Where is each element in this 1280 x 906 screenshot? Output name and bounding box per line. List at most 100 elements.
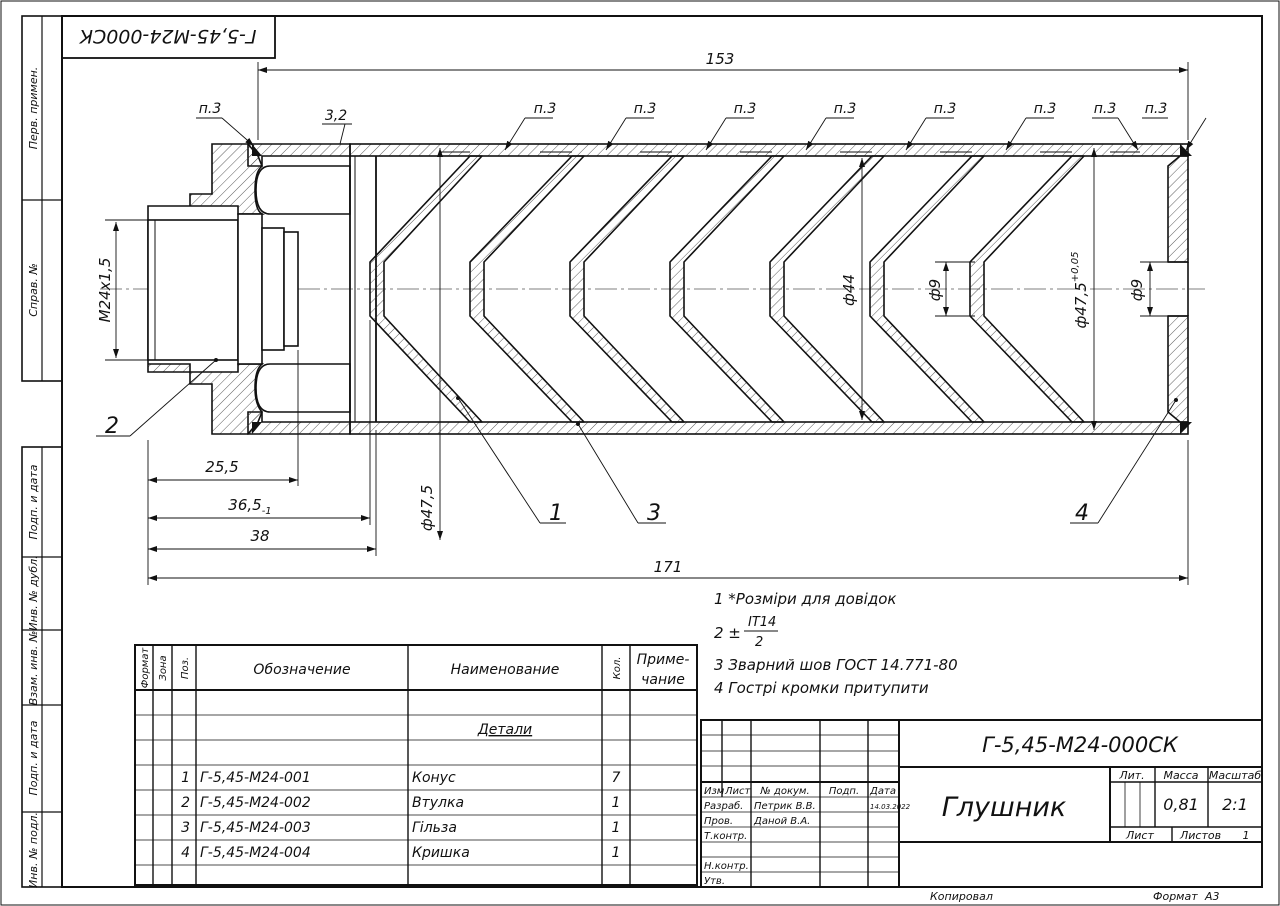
dim-171: 171 — [654, 558, 683, 576]
spec-row-2-code: Г-5,45-М24-002 — [200, 795, 311, 811]
bore-step-1 — [237, 213, 263, 365]
spec-header-oboznachenie: Обозначение — [253, 662, 350, 678]
cone-7 — [969, 155, 1085, 423]
weld-label-0: п.3 — [199, 101, 222, 117]
title-n-kontr: Н.контр. — [704, 861, 749, 872]
bore-step-3 — [283, 231, 299, 347]
bushing-flange — [147, 143, 266, 435]
note-1: 1 *Розміри для довідок — [714, 590, 896, 608]
leader-2: 2 — [105, 414, 119, 439]
cone-5 — [769, 155, 885, 423]
weld-label-5: п.3 — [934, 101, 957, 117]
note-4: 4 Гострі кромки притупити — [714, 679, 929, 697]
title-data: Дата — [869, 786, 896, 797]
spec-row-3-poz: 3 — [181, 820, 190, 836]
dimension-texts: 153 171 25,5 36,5-1 38 3,2 М24х1,5 ф47,5… — [96, 50, 1146, 576]
note-3: 3 Зварний шов ГОСТ 14.771-80 — [714, 656, 958, 674]
spec-header-prim-1: Приме- — [637, 652, 690, 668]
cones — [369, 155, 1085, 423]
dimension-lines — [96, 62, 1207, 585]
leader-numbers: 1 2 3 4 — [105, 414, 1089, 526]
dim-dia-47-5-right: ф47,5+0,05 — [1070, 252, 1090, 329]
title-block: Г-5,45-М24-000СК Глушник Лит. Масса Масш… — [700, 719, 1263, 888]
spec-row-3-qty: 1 — [612, 820, 621, 836]
dim-25-5: 25,5 — [205, 458, 238, 476]
title-masshtab: Масштаб — [1209, 769, 1261, 782]
title-lit: Лит. — [1118, 769, 1144, 782]
technical-notes: 1 *Розміри для довідок 2 ± IT14 2 3 Звар… — [714, 590, 958, 697]
spec-row-1-code: Г-5,45-М24-001 — [200, 770, 311, 786]
spec-row-4-code: Г-5,45-М24-004 — [200, 845, 311, 861]
weld-label-4: п.3 — [834, 101, 857, 117]
spec-table: Формат Зона Поз. Обозначение Наименовани… — [134, 644, 698, 886]
note-2-den: 2 — [755, 635, 763, 650]
spec-header-naimenovanie: Наименование — [451, 662, 560, 678]
weld-label-8: п.3 — [1145, 101, 1168, 117]
cone-2 — [469, 155, 585, 423]
spec-row-4-qty: 1 — [612, 845, 621, 861]
cone-1 — [369, 155, 483, 423]
title-podp: Подп. — [829, 786, 859, 797]
dim-wall-3-2: 3,2 — [325, 108, 347, 124]
spec-row-3-name: Гільза — [412, 820, 457, 836]
spec-section-title: Детали — [477, 722, 532, 738]
weld-label-1: п.3 — [534, 101, 557, 117]
spec-row-2-poz: 2 — [181, 795, 190, 811]
title-no-dokum: № докум. — [759, 786, 809, 797]
spec-row-4-name: Кришка — [412, 845, 470, 861]
margin-sprav-no: Справ. № — [27, 263, 40, 317]
spec-header-poz: Поз. — [180, 657, 191, 679]
spec-row-1-name: Конус — [412, 770, 456, 786]
title-listov: Листов — [1179, 829, 1221, 842]
weld-label-6: п.3 — [1034, 101, 1057, 117]
margin-inv-podl: Инв. № подл. — [27, 812, 40, 888]
margin-inv-dubl: Инв. № дубл. — [27, 555, 40, 630]
dim-38: 38 — [250, 527, 269, 545]
leader-1: 1 — [549, 501, 563, 526]
tube-wall-top — [349, 143, 1189, 157]
footer-format-value: А3 — [1204, 890, 1220, 903]
thread-bore — [147, 219, 239, 361]
title-t-kontr: Т.контр. — [704, 831, 747, 842]
bore-step-2 — [261, 227, 285, 351]
title-list-col: Лист — [724, 786, 752, 797]
footer-format: Формат — [1153, 890, 1198, 903]
title-prov: Пров. — [704, 816, 733, 827]
margin-vzam-inv: Взам. инв. № — [27, 631, 40, 706]
dim-dia-47-5-left: ф47,5 — [418, 485, 436, 531]
part-drawing — [100, 143, 1205, 435]
title-razrab-name: Петрик В.В. — [754, 801, 816, 812]
spec-header-zona: Зона — [158, 655, 169, 680]
stamp-code: Г-5,45-М24-000СК — [78, 25, 257, 47]
weld-label-7: п.3 — [1094, 101, 1117, 117]
cone-3 — [569, 155, 685, 423]
weld-label-2: п.3 — [634, 101, 657, 117]
spec-row-2-name: Втулка — [412, 795, 464, 811]
title-listov-value: 1 — [1243, 829, 1250, 842]
dim-36-5: 36,5-1 — [228, 496, 271, 517]
sheet-footer: Копировал Формат А3 — [930, 890, 1220, 903]
leader-4: 4 — [1075, 501, 1089, 526]
title-izm: Изм — [704, 786, 725, 797]
margin-labels: Перв. примен. Справ. № Подп. и дата Инв.… — [27, 67, 40, 888]
title-massa: Масса — [1163, 769, 1198, 782]
footer-kopiroval: Копировал — [930, 890, 993, 903]
cone-4 — [669, 155, 785, 423]
spec-row-2-qty: 1 — [612, 795, 621, 811]
dim-thread: М24х1,5 — [96, 258, 114, 323]
spec-header-format: Формат — [140, 647, 151, 689]
title-masshtab-value: 2:1 — [1222, 795, 1248, 814]
title-prov-name: Даной В.А. — [753, 816, 810, 827]
dim-dia-9-b: ф9 — [1128, 279, 1146, 301]
dim-dia-44: ф44 — [840, 274, 858, 306]
title-massa-value: 0,81 — [1163, 795, 1199, 814]
spec-row-1-poz: 1 — [181, 770, 190, 786]
spec-header-prim-2: чание — [641, 672, 685, 688]
margin-podp-data-1: Подп. и дата — [27, 464, 40, 539]
note-2-num: IT14 — [748, 615, 776, 630]
title-list: Лист — [1125, 829, 1154, 842]
title-razrab: Разраб. — [704, 800, 743, 812]
dim-153: 153 — [706, 50, 735, 68]
leader-3: 3 — [647, 501, 661, 526]
